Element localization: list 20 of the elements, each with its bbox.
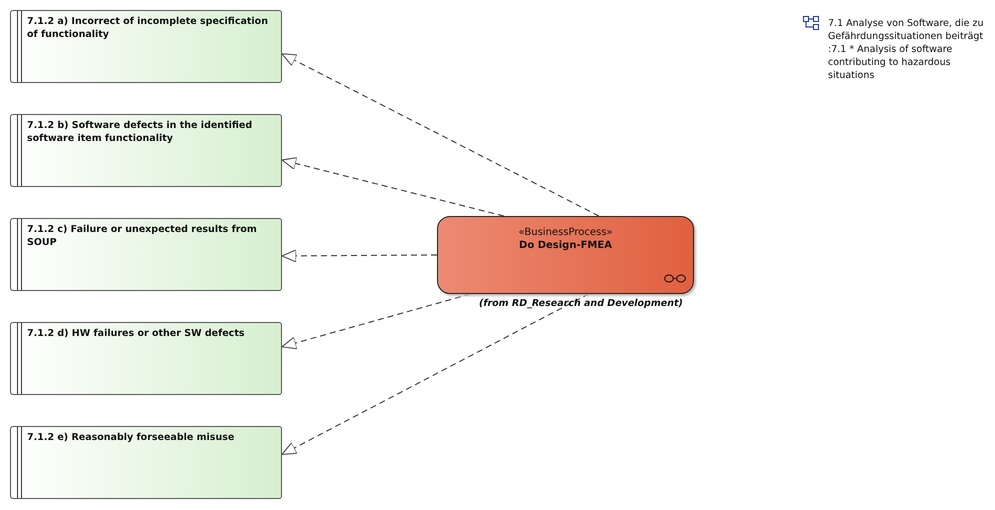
- realization-arrow: [282, 157, 504, 216]
- requirement-box: [10, 114, 282, 187]
- process-box: [437, 216, 694, 294]
- requirement-box: [10, 322, 282, 395]
- requirement-box: [10, 10, 282, 83]
- requirement-text: 7.1.2 b) Software defects in the identified software item functionality: [27, 119, 254, 145]
- requirement-box: [10, 218, 282, 291]
- realization-arrow: [282, 294, 590, 455]
- requirement-text: 7.1.2 d) HW failures or other SW defects: [27, 327, 246, 340]
- realization-arrow: [282, 249, 438, 262]
- requirement-text: 7.1.2 a) Incorrect of incomplete specification of functionality: [27, 15, 269, 41]
- stereotype-text: «BusinessProcess»: [517, 227, 614, 238]
- realization-arrow: [282, 294, 471, 350]
- requirement-text: 7.1.2 c) Failure or unexpected results from SOUP: [27, 223, 258, 249]
- process-name: Do Design-FMEA: [518, 240, 613, 251]
- requirement-box: [10, 426, 282, 499]
- owner-note: (from RD_Research and Development): [479, 298, 683, 309]
- realization-arrow: [282, 53, 600, 216]
- diagram-reference-text: 7.1 Analyse von Software, die zu Gefährdungssituationen beiträgt :7.1 * Analysis of software contributing to hazardous situations: [828, 17, 984, 82]
- requirement-text: 7.1.2 e) Reasonably forseeable misuse: [27, 431, 236, 444]
